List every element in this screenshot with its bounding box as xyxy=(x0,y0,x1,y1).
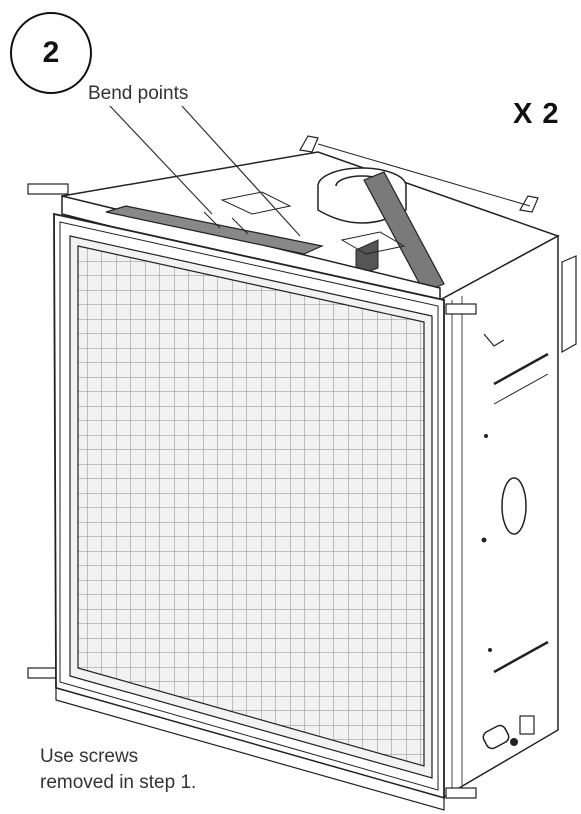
hook-top-right xyxy=(519,195,539,213)
gas-valve-box xyxy=(482,724,510,750)
assembly-note: Use screws removed in step 1. xyxy=(40,744,196,796)
side-vent-opening xyxy=(501,477,527,535)
side-panel xyxy=(439,234,559,800)
callout-leader-1 xyxy=(109,105,213,215)
callout-leader-2 xyxy=(181,105,301,237)
hook-top-left xyxy=(299,135,319,153)
assembly-note-line-2: removed in step 1. xyxy=(40,772,197,793)
assembly-note-line-1: Use screws xyxy=(40,746,139,767)
mesh-screen xyxy=(77,245,425,767)
step-badge xyxy=(10,12,92,94)
bend-strip xyxy=(105,205,324,255)
callout-label: Bend points xyxy=(88,83,189,104)
quantity-label: X 2 xyxy=(513,98,560,130)
standoff-strap xyxy=(363,171,445,293)
step-number: 2 xyxy=(42,36,60,69)
